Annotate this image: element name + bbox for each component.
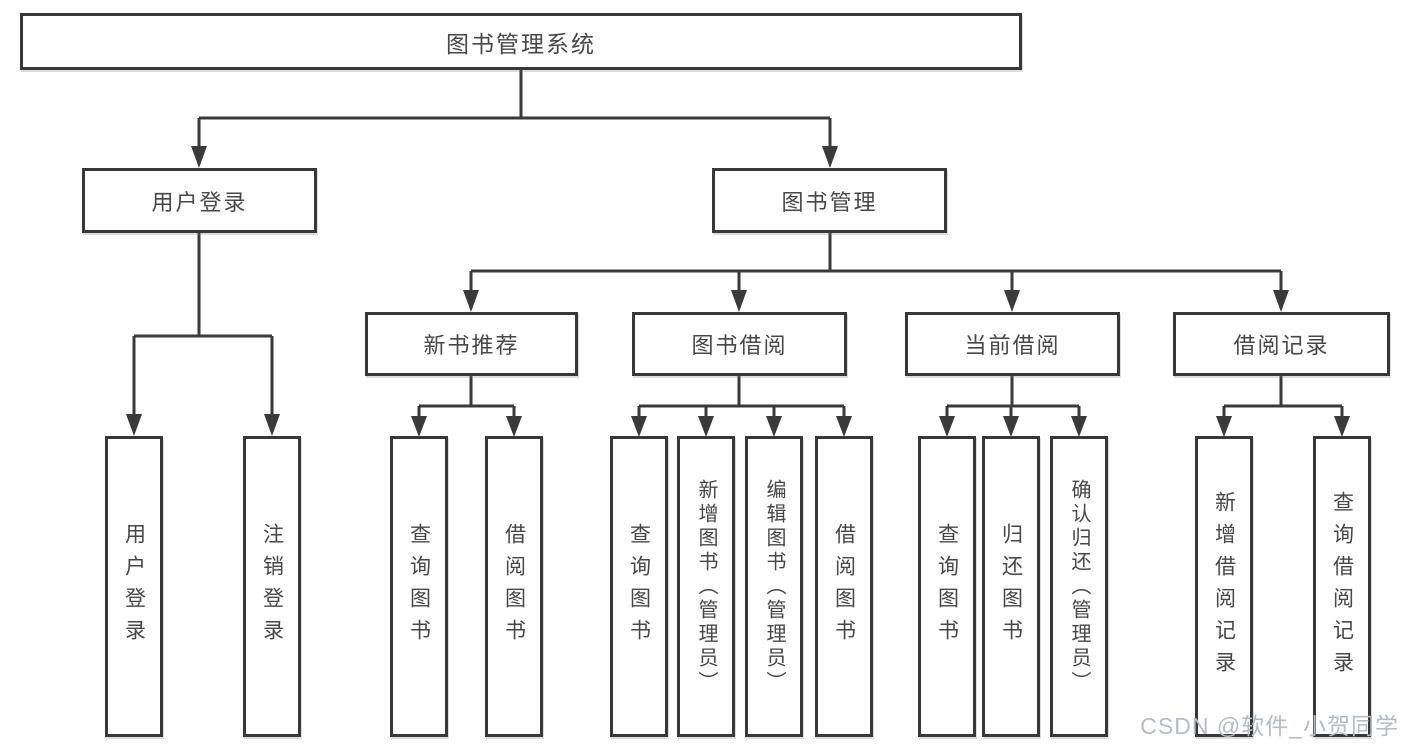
leaf-query-borrowing-record: 查询借阅记录 <box>1313 436 1371 737</box>
node-label: 新书推荐 <box>423 333 520 358</box>
leaf-add-books-admin: 新增图书（管理员） <box>677 436 735 737</box>
connector-root-to-level2 <box>191 70 838 168</box>
leaf-label: 查询图书 <box>935 522 959 651</box>
leaf-borrow-books-borrowing: 借阅图书 <box>815 436 873 737</box>
connector-bookmgmt-to-level3 <box>463 233 1289 312</box>
connector-records-to-leaves <box>1216 376 1350 437</box>
leaf-label: 借阅图书 <box>832 522 856 651</box>
node-current-borrowing: 当前借阅 <box>905 312 1120 376</box>
node-label: 图书管理系统 <box>446 30 596 57</box>
leaf-confirm-return-admin: 确认归还（管理员） <box>1050 436 1108 737</box>
node-user-login: 用户登录 <box>82 168 317 233</box>
connector-login-to-leaves <box>126 233 280 436</box>
leaf-label: 新增图书（管理员） <box>695 478 717 695</box>
leaf-label: 注销登录 <box>260 522 284 651</box>
leaf-label: 归还图书 <box>999 522 1023 651</box>
node-library-management-system: 图书管理系统 <box>20 13 1022 70</box>
leaf-label: 确认归还（管理员） <box>1068 478 1090 695</box>
node-borrowing-records: 借阅记录 <box>1173 312 1390 376</box>
node-label: 当前借阅 <box>964 333 1061 358</box>
leaf-logout: 注销登录 <box>243 436 301 737</box>
node-label: 图书借阅 <box>691 333 788 358</box>
leaf-add-borrowing-record: 新增借阅记录 <box>1195 436 1253 737</box>
leaf-edit-books-admin: 编辑图书（管理员） <box>745 436 803 737</box>
connector-newbook-to-leaves <box>411 376 522 437</box>
leaf-query-books-borrowing: 查询图书 <box>610 436 668 737</box>
leaf-user-login: 用户登录 <box>105 436 163 737</box>
leaf-label: 新增借阅记录 <box>1212 490 1236 683</box>
leaf-query-books-current: 查询图书 <box>918 436 976 737</box>
connector-borrow-to-leaves <box>631 376 852 437</box>
leaf-label: 查询图书 <box>407 522 431 651</box>
leaf-label: 查询图书 <box>627 522 651 651</box>
leaf-label: 用户登录 <box>122 522 146 651</box>
leaf-return-books: 归还图书 <box>982 436 1040 737</box>
leaf-label: 编辑图书（管理员） <box>763 478 785 695</box>
node-new-book-recommendation: 新书推荐 <box>365 312 578 376</box>
node-book-borrowing: 图书借阅 <box>632 312 847 376</box>
leaf-borrow-books-recommend: 借阅图书 <box>485 436 543 737</box>
connector-current-to-leaves <box>939 376 1087 437</box>
leaf-label: 查询借阅记录 <box>1330 490 1354 683</box>
node-book-management: 图书管理 <box>712 168 947 233</box>
leaf-query-books-recommend: 查询图书 <box>390 436 448 737</box>
node-label: 用户登录 <box>151 189 248 215</box>
node-label: 借阅记录 <box>1233 333 1330 358</box>
node-label: 图书管理 <box>781 189 878 215</box>
leaf-label: 借阅图书 <box>502 522 526 651</box>
